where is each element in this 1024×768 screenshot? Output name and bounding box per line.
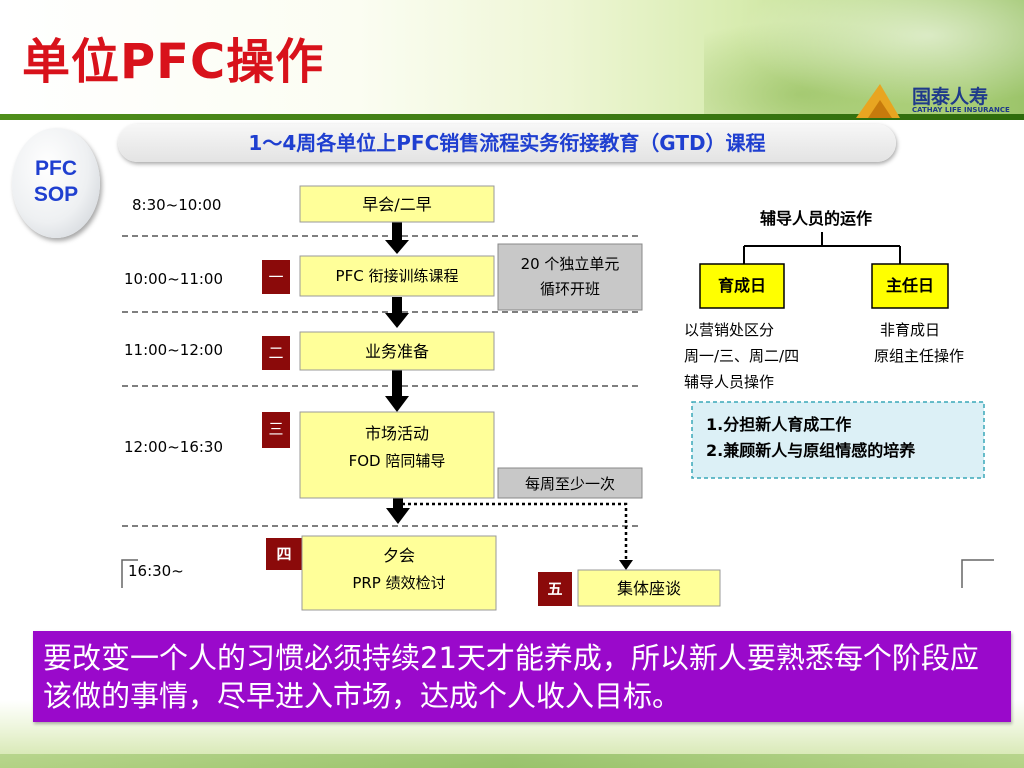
- step-box-rect: [299, 255, 495, 297]
- note-line: 20 个独立单元: [521, 255, 620, 273]
- step-box-rect: [299, 331, 495, 371]
- tutor-connector: [743, 232, 901, 264]
- crop-mark: [961, 559, 994, 588]
- crop-marks: [121, 559, 994, 588]
- number-tag-text: 四: [276, 545, 291, 563]
- note-weekly: 每周至少一次: [497, 467, 643, 499]
- note-box-rect: [497, 467, 643, 499]
- number-tag-text: 五: [547, 580, 562, 598]
- number-tag: [538, 572, 572, 606]
- number-tag: [266, 538, 302, 570]
- slide-title: 单位PFC操作: [22, 34, 325, 90]
- subtitle-bar: 1～4周各单位上PFC销售流程实务衔接教育（GTD）课程: [118, 124, 896, 162]
- step-label: 集体座谈: [617, 579, 681, 598]
- flow-down-arrow: [385, 297, 409, 328]
- flow-down-arrow: [386, 498, 410, 524]
- step-box-morning: 早会/二早: [299, 185, 495, 223]
- process-diagram: 8:30~10:00 10:00~11:00 11:00~12:00 12:00…: [121, 185, 994, 611]
- caption-text: 要改变一个人的习惯必须持续21天才能养成，所以新人要熟悉每个阶段应该做的事情，尽…: [43, 641, 979, 713]
- number-tag-text: 一: [268, 268, 283, 286]
- time-label: 16:30~: [128, 562, 184, 580]
- flow-down-arrow: [385, 220, 409, 254]
- crop-mark: [121, 559, 138, 588]
- time-label: 11:00~12:00: [124, 341, 223, 359]
- company-logo: 国泰人寿 CATHAY LIFE INSURANCE: [852, 80, 1020, 122]
- box-training-day: 育成日: [699, 263, 785, 309]
- weekly-connector: [402, 502, 628, 560]
- header-background: [0, 0, 1024, 118]
- note-line: 每周至少一次: [525, 475, 615, 493]
- time-label: 10:00~11:00: [124, 270, 223, 288]
- tutor-right-desc: 非育成日: [880, 321, 940, 339]
- step-label: PRP 绩效检讨: [352, 574, 445, 592]
- tutor-left-desc: 周一/三、周二/四: [684, 347, 799, 365]
- step-box-preparation: 二 业务准备: [262, 331, 495, 371]
- pfc-sop-badge: PFC SOP: [12, 128, 100, 238]
- tutor-title: 辅导人员的运作: [760, 209, 872, 228]
- tutor-point: 1.分担新人育成工作: [706, 415, 851, 434]
- badge-line-sop: SOP: [33, 183, 79, 206]
- note-line: 循环开班: [540, 280, 600, 298]
- tutor-right-desc: 原组主任操作: [874, 347, 964, 365]
- step-box-training: 一 PFC 衔接训练课程: [262, 255, 495, 297]
- number-tag-text: 二: [268, 344, 283, 362]
- note-box-rect: [497, 243, 643, 311]
- note-units: 20 个独立单元 循环开班: [497, 243, 643, 311]
- flow-down-arrow: [385, 369, 409, 412]
- step-box-market: 三 市场活动 FOD 陪同辅导: [262, 411, 495, 499]
- number-tag: [262, 336, 290, 370]
- step-box-rect: [299, 185, 495, 223]
- tutor-points-box: 1.分担新人育成工作 2.兼顾新人与原组情感的培养: [691, 401, 985, 479]
- logo-triangle-icon: [856, 84, 900, 118]
- logo-english-name: CATHAY LIFE INSURANCE: [912, 106, 1010, 114]
- tutor-box-rect: [871, 263, 949, 309]
- tutor-box-rect: [699, 263, 785, 309]
- time-separators: [122, 235, 642, 527]
- caption-box: 要改变一个人的习惯必须持续21天才能养成，所以新人要熟悉每个阶段应该做的事情，尽…: [33, 631, 1011, 722]
- step-label: 市场活动: [365, 424, 429, 443]
- badge-line-pfc: PFC: [35, 157, 77, 180]
- subtitle-text: 1～4周各单位上PFC销售流程实务衔接教育（GTD）课程: [248, 131, 766, 155]
- connector-line: [402, 502, 628, 560]
- flow-arrows: [385, 220, 410, 524]
- header-divider: [0, 114, 1024, 120]
- number-tag: [262, 412, 290, 448]
- points-box-rect: [691, 401, 985, 479]
- step-box-rect: [299, 411, 495, 499]
- tutor-box-label: 育成日: [718, 276, 766, 295]
- tutor-left-desc: 辅导人员操作: [684, 373, 774, 391]
- tutor-point: 2.兼顾新人与原组情感的培养: [706, 441, 916, 460]
- step-label: 早会/二早: [362, 195, 431, 214]
- number-tag-text: 三: [268, 420, 283, 438]
- tutor-box-label: 主任日: [886, 276, 934, 295]
- step-box-rect: [301, 535, 497, 611]
- box-supervisor-day: 主任日: [871, 263, 949, 309]
- time-label: 8:30~10:00: [132, 196, 221, 214]
- step-box-rect: [577, 569, 721, 607]
- number-tag: [262, 260, 290, 294]
- step-box-group-talk: 五 集体座谈: [538, 569, 721, 607]
- tutor-left-desc: 以营销处区分: [684, 321, 774, 339]
- logo-chinese-name: 国泰人寿: [912, 86, 989, 108]
- time-label: 12:00~16:30: [124, 438, 223, 456]
- step-label: 业务准备: [365, 342, 429, 361]
- step-label: PFC 衔接训练课程: [336, 267, 459, 285]
- step-box-evening: 四 夕会 PRP 绩效检讨: [266, 535, 497, 611]
- step-label: 夕会: [383, 546, 415, 565]
- step-label: FOD 陪同辅导: [349, 452, 446, 470]
- connector-arrow-head: [619, 560, 633, 570]
